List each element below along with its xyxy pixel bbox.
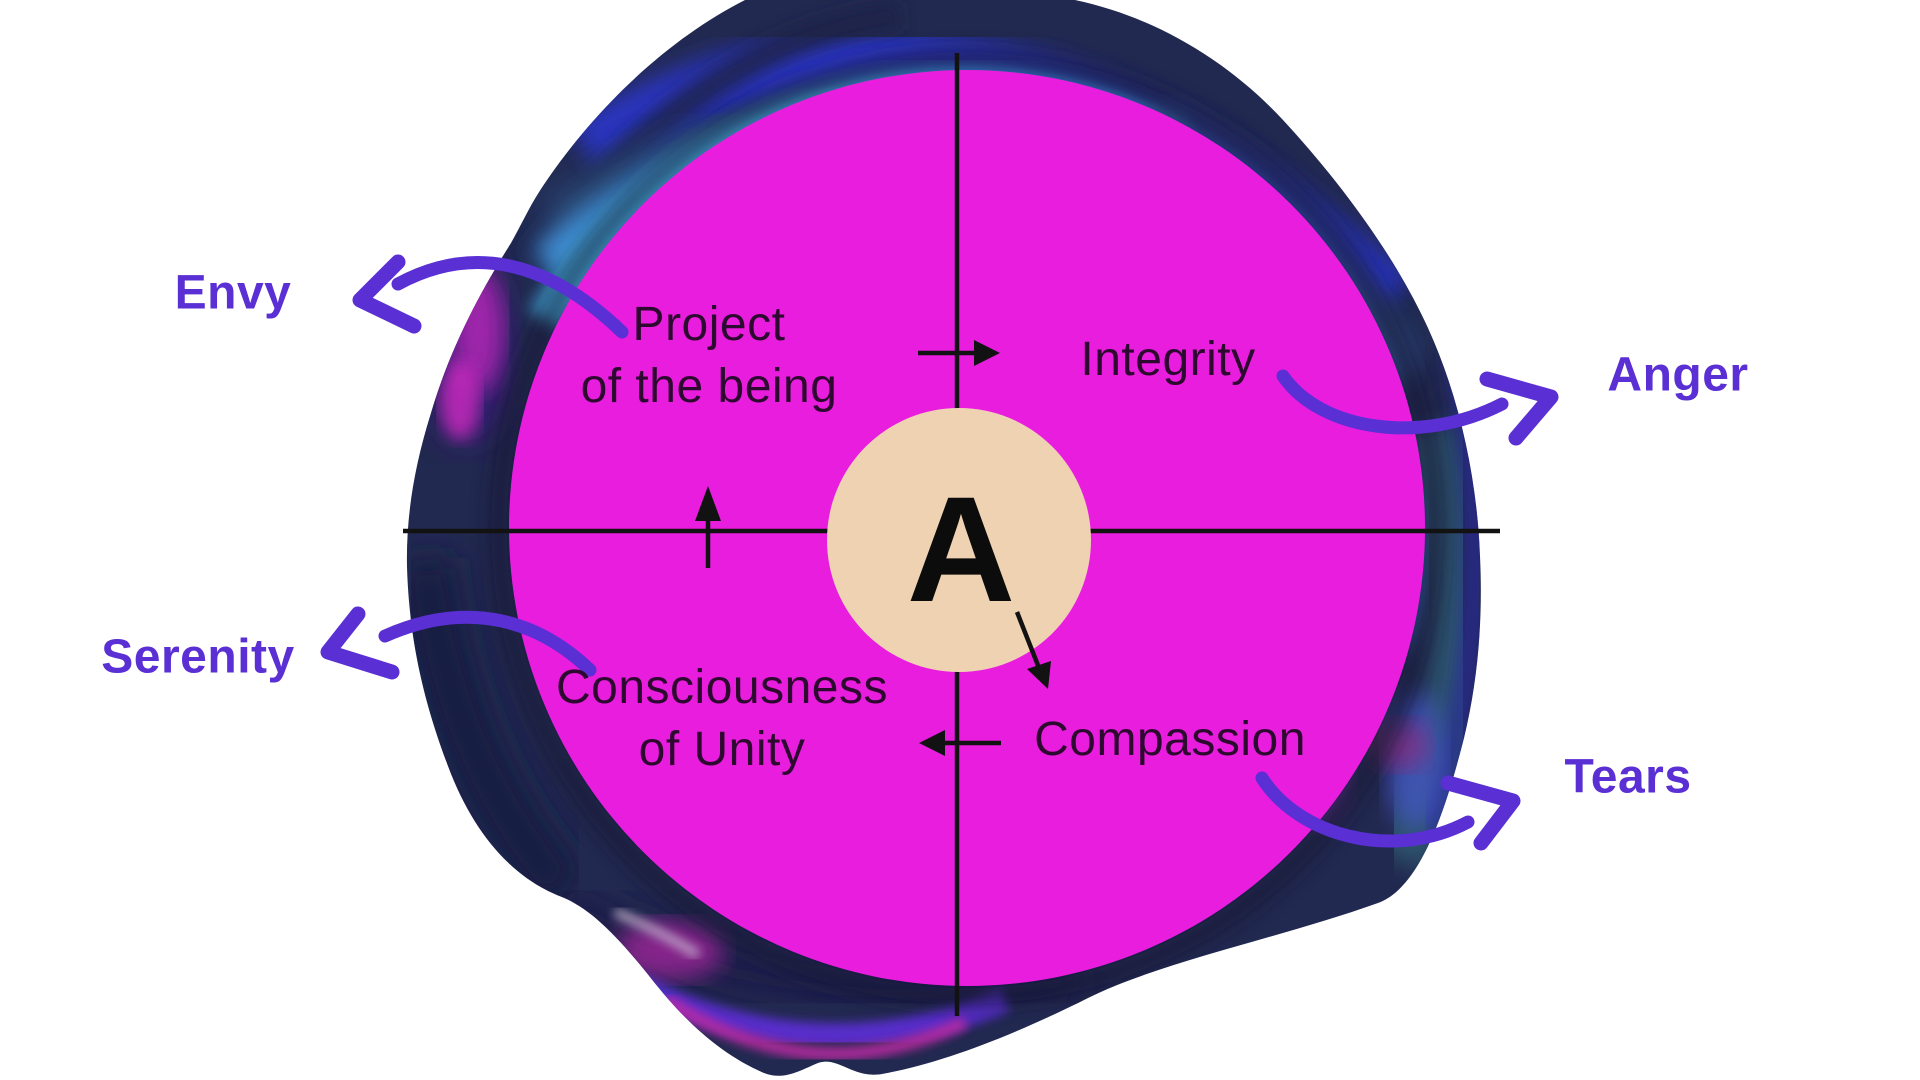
center-arrow-diagonal <box>1014 611 1051 689</box>
center-letter: A <box>906 465 1016 633</box>
axis-arrow-left <box>919 730 1001 756</box>
quadrant-label-line: of the being <box>580 360 838 413</box>
anger-arrow <box>1276 369 1559 446</box>
tears-arrow <box>1255 771 1521 851</box>
outer-label-envy: Envy <box>174 266 292 320</box>
quadrant-label-line: Consciousness <box>556 661 888 714</box>
center-circle <box>827 408 1091 672</box>
quadrant-label-compassion: Compassion <box>1034 713 1306 766</box>
outer-label-anger: Anger <box>1607 348 1749 402</box>
quadrant-label-line: of Unity <box>638 723 806 776</box>
axis-arrow-up <box>695 486 721 568</box>
envy-arrow <box>352 254 629 339</box>
axis-arrow-right <box>918 340 1000 366</box>
serenity-arrow <box>320 606 597 680</box>
quadrant-label-line: Project <box>632 298 786 351</box>
outer-label-serenity: Serenity <box>101 630 295 684</box>
quadrant-label-consciousness-of-unity: Consciousness of Unity <box>556 657 888 781</box>
quadrant-label-project-of-the-being: Project of the being <box>581 294 838 418</box>
quadrant-label-integrity: Integrity <box>1080 333 1256 386</box>
outer-label-tears: Tears <box>1564 750 1692 804</box>
